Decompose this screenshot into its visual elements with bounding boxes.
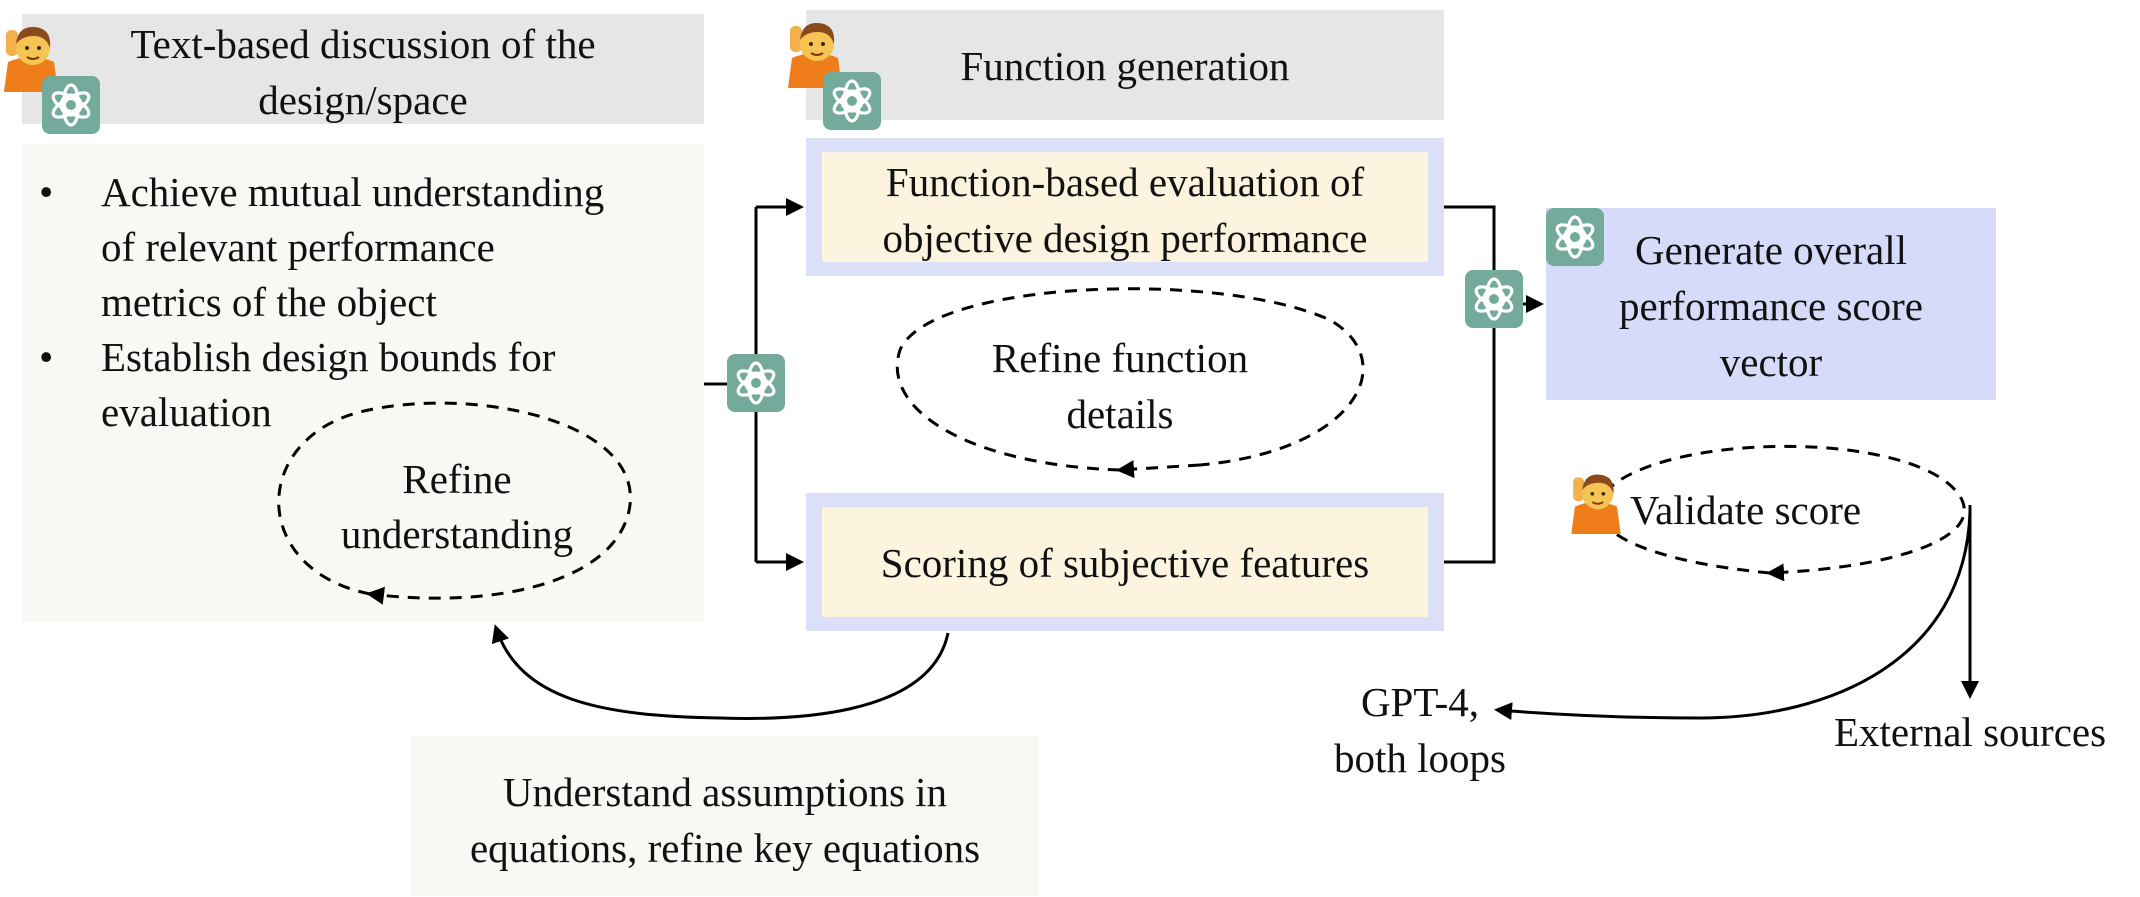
- openai-logo-icon: [727, 354, 785, 412]
- bullet-2: • Establish design bounds for evaluation: [39, 330, 556, 440]
- subjective-scoring-label: Scoring of subjective features: [880, 540, 1370, 586]
- gpt4-line2: both loops: [1334, 735, 1506, 781]
- subjective-scoring-frame: [806, 493, 1444, 631]
- discussion-header-line1: Text-based discussion of the: [130, 21, 596, 67]
- refine-function-line1: Refine function: [991, 335, 1249, 381]
- bullet-1-line1: Achieve mutual understanding: [101, 169, 605, 215]
- bullet-1-line2: of relevant performance: [101, 224, 495, 270]
- openai-logo-icon: [1546, 208, 1604, 266]
- arrow-to-gpt4: [1494, 511, 1972, 721]
- bullet-1-line3: metrics of the object: [101, 279, 437, 325]
- validate-score-label: Validate score: [1630, 487, 1862, 533]
- subjective-scoring-box: [822, 507, 1428, 617]
- function-generation-title: Function generation: [960, 43, 1290, 89]
- bullet-1: • Achieve mutual understanding of releva…: [39, 165, 605, 330]
- bullet-dot: •: [39, 169, 54, 215]
- refine-function-line2: details: [1066, 391, 1174, 437]
- score-vector-line2: performance score: [1619, 283, 1923, 329]
- connector-merge: [1444, 205, 1496, 564]
- refine-understanding-line2: understanding: [340, 511, 574, 557]
- score-vector-line3: vector: [1719, 339, 1823, 385]
- assumptions-box: [411, 736, 1039, 896]
- person-raising-hand-icon: [1568, 470, 1624, 534]
- refine-function-loop-arrow: [1116, 460, 1201, 479]
- assumptions-line1: Understand assumptions in: [502, 769, 948, 815]
- function-generation-header: [806, 10, 1444, 120]
- bullet-dot: •: [39, 334, 54, 380]
- openai-logo-icon: [42, 76, 100, 134]
- assumptions-line2: equations, refine key equations: [469, 825, 981, 871]
- objective-evaluation-line1: Function-based evaluation of: [885, 159, 1365, 205]
- feedback-arrow-to-discussion: [491, 624, 950, 720]
- bullet-2-line1: Establish design bounds for: [101, 334, 556, 380]
- discussion-header-line2: design/space: [258, 77, 468, 123]
- objective-evaluation-box: [822, 152, 1428, 262]
- objective-evaluation-line2: objective design performance: [882, 215, 1368, 261]
- refine-understanding-line1: Refine: [402, 456, 512, 502]
- discussion-header: [22, 14, 704, 124]
- gpt4-line1: GPT-4,: [1360, 679, 1480, 725]
- objective-evaluation-frame: [806, 138, 1444, 276]
- openai-logo-icon: [823, 72, 881, 130]
- external-sources-label: External sources: [1833, 709, 2107, 755]
- bullet-2-line2: evaluation: [101, 389, 272, 435]
- score-vector-box: [1546, 208, 1996, 400]
- score-vector-line1: Generate overall: [1634, 227, 1908, 273]
- openai-logo-icon: [1465, 270, 1523, 328]
